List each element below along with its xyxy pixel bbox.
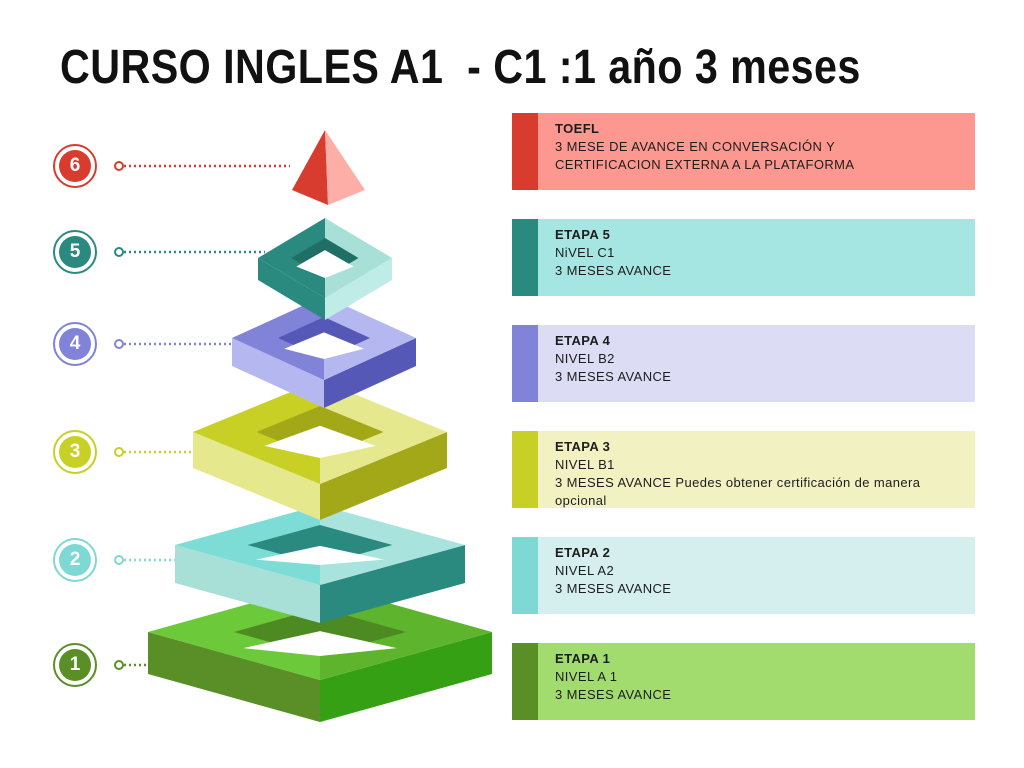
stage-detail: 3 MESES AVANCE	[555, 369, 672, 384]
connector-dot	[114, 247, 124, 257]
stage-card: ETAPA 1 NIVEL A 1 3 MESES AVANCE	[512, 643, 975, 720]
pyramid-apex-left-face	[292, 130, 328, 205]
stage-number-badge: 2	[53, 538, 97, 582]
stage-color-bar	[512, 219, 538, 296]
pyramid-level-right-face	[320, 632, 492, 722]
connector-dot	[114, 447, 124, 457]
pyramid-apex-right-face	[325, 130, 365, 205]
stage-heading: TOEFL	[555, 121, 600, 136]
stage-number-badge: 3	[53, 430, 97, 474]
pyramid-level-left-face	[193, 432, 320, 520]
stage-color-bar	[512, 113, 538, 190]
stage-number: 3	[59, 436, 91, 468]
stage-detail: 3 MESES AVANCE	[555, 263, 672, 278]
stage-card: ETAPA 3 NIVEL B1 3 MESES AVANCE Puedes obt…	[512, 431, 975, 508]
stage-detail: NIVEL B2	[555, 351, 615, 366]
stage-card: ETAPA 4 NIVEL B2 3 MESES AVANCE	[512, 325, 975, 402]
pyramid-level-right-face	[325, 258, 392, 320]
stage-detail: NIVEL B1	[555, 457, 615, 472]
pyramid-level-hole	[243, 631, 397, 656]
stage-color-bar	[512, 325, 538, 402]
stage-card: TOEFL 3 MESE DE AVANCE EN CONVERSACIÓN Y C…	[512, 113, 975, 190]
stage-card: ETAPA 2 NIVEL A2 3 MESES AVANCE	[512, 537, 975, 614]
stage-heading: ETAPA 3	[555, 439, 611, 454]
stage-card: ETAPA 5 NiVEL C1 3 MESES AVANCE	[512, 219, 975, 296]
pyramid-level-hole	[255, 545, 385, 565]
stage-number-badge: 6	[53, 144, 97, 188]
stage-detail: NiVEL C1	[555, 245, 615, 260]
stage-number: 1	[59, 649, 91, 681]
stage-detail: NIVEL A 1	[555, 669, 618, 684]
stage-detail: 3 MESE DE AVANCE EN CONVERSACIÓN Y	[555, 139, 836, 154]
stage-number-badge: 5	[53, 230, 97, 274]
stage-detail: NIVEL A2	[555, 563, 615, 578]
pyramid-level-right-face	[320, 432, 447, 520]
stage-color-bar	[512, 431, 538, 508]
pyramid-level-right-face	[324, 338, 416, 408]
pyramid-level-hole	[296, 250, 354, 278]
stage-heading: ETAPA 4	[555, 333, 611, 348]
pyramid-level-right-face	[320, 545, 465, 623]
stage-heading: ETAPA 2	[555, 545, 611, 560]
pyramid-level-hole	[264, 425, 376, 458]
stage-detail: CERTIFICACION EXTERNA A LA PLATAFORMA	[555, 157, 855, 172]
pyramid-level-hole	[284, 332, 364, 359]
pyramid-level-left-face	[175, 545, 320, 623]
stage-number-badge: 1	[53, 643, 97, 687]
connector-dot	[114, 161, 124, 171]
pyramid-level-left-face	[148, 632, 320, 722]
stage-number-badge: 4	[53, 322, 97, 366]
stage-number: 4	[59, 328, 91, 360]
connector-dot	[114, 660, 124, 670]
stage-heading: ETAPA 1	[555, 651, 611, 666]
stage-detail: 3 MESES AVANCE Puedes obtener certificac…	[555, 475, 921, 508]
stage-detail: 3 MESES AVANCE	[555, 581, 672, 596]
stage-color-bar	[512, 537, 538, 614]
connector-dot	[114, 339, 124, 349]
pyramid-level-left-face	[232, 338, 324, 408]
page-title: CURSO INGLES A1 - C1 :1 año 3 meses	[60, 41, 861, 94]
pyramid-level-left-face	[258, 258, 325, 320]
stage-detail: 3 MESES AVANCE	[555, 687, 672, 702]
stage-heading: ETAPA 5	[555, 227, 611, 242]
stage-number: 6	[59, 150, 91, 182]
stage-number: 2	[59, 544, 91, 576]
stage-color-bar	[512, 643, 538, 720]
stage-number: 5	[59, 236, 91, 268]
connector-dot	[114, 555, 124, 565]
